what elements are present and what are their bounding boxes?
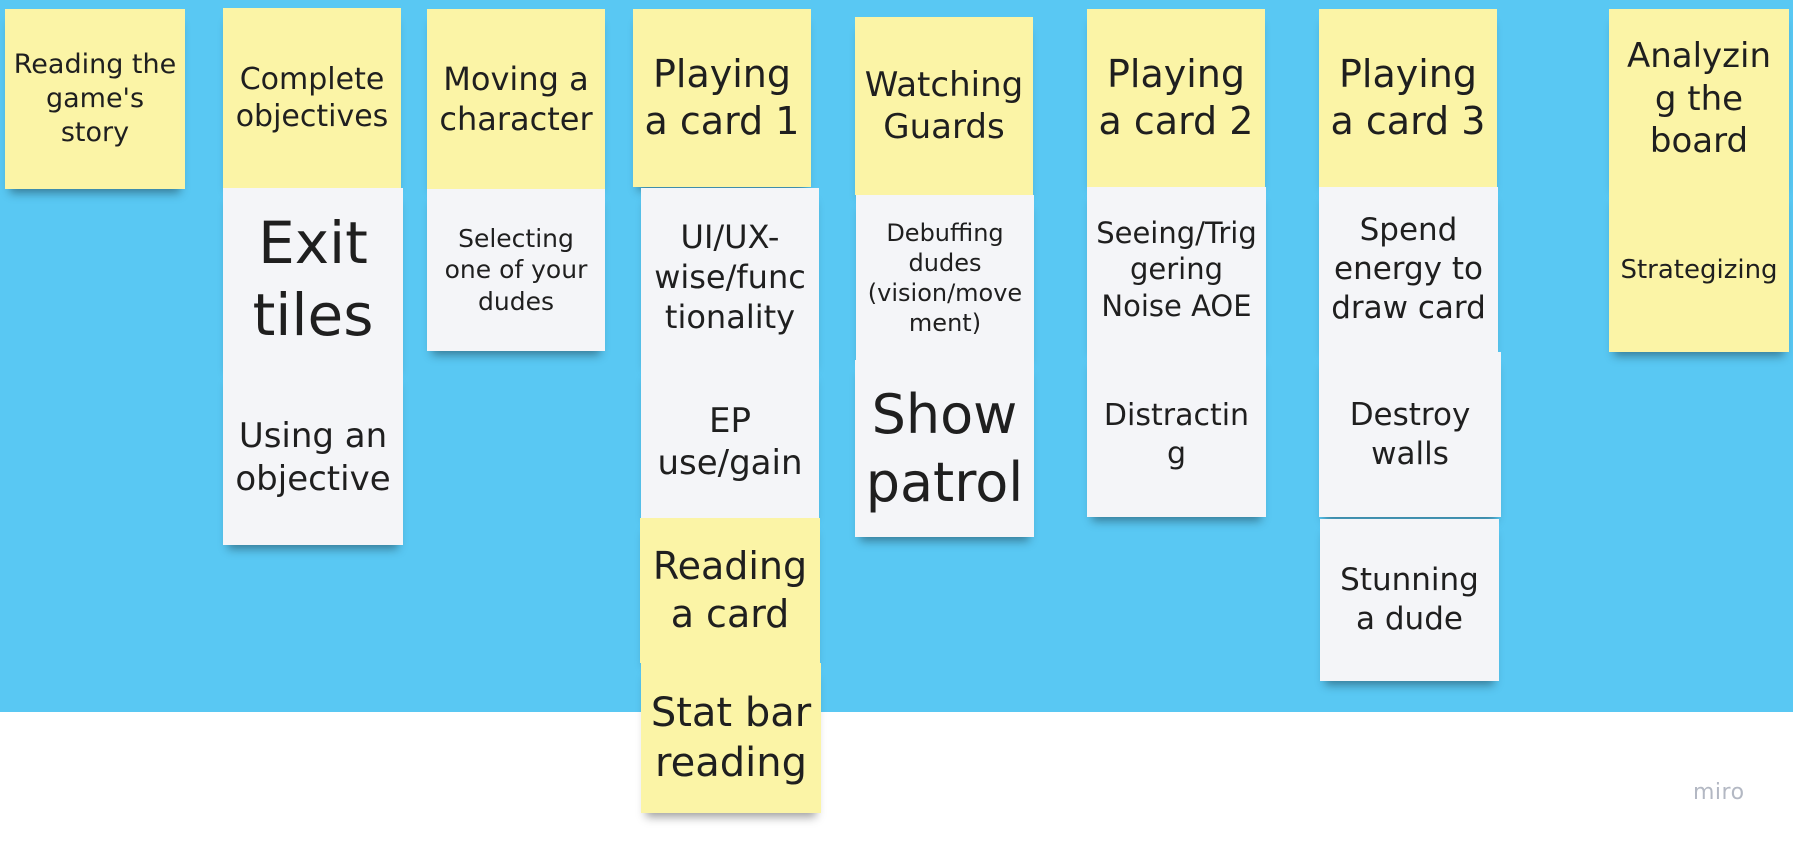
sticky-stunning-dude[interactable]: Stunning a dude: [1320, 519, 1499, 681]
sticky-strategizing[interactable]: Strategizing: [1609, 189, 1789, 352]
sticky-selecting-dudes[interactable]: Selecting one of your dudes: [427, 189, 605, 351]
sticky-destroy-walls[interactable]: Destroy walls: [1319, 352, 1501, 517]
sticky-spend-energy[interactable]: Spend energy to draw card: [1319, 187, 1498, 352]
sticky-exit-tiles[interactable]: Exit tiles: [223, 188, 403, 370]
sticky-complete-objectives[interactable]: Complete objectives: [223, 8, 401, 188]
sticky-seeing-triggering-noise[interactable]: Seeing/Triggering Noise AOE: [1087, 187, 1266, 352]
sticky-moving-character[interactable]: Moving a character: [427, 9, 605, 189]
sticky-reading-card[interactable]: Reading a card: [640, 518, 820, 663]
sticky-debuffing-dudes[interactable]: Debuffing dudes (vision/movement): [856, 195, 1034, 360]
miro-logo: miro: [1693, 780, 1745, 805]
sticky-ui-ux[interactable]: UI/UX-wise/functionality: [641, 188, 819, 366]
sticky-playing-card-1[interactable]: Playing a card 1: [633, 9, 811, 187]
sticky-using-objective[interactable]: Using an objective: [223, 370, 403, 545]
sticky-analyzing-board[interactable]: Analyzing the board: [1609, 9, 1789, 189]
sticky-stat-bar-reading[interactable]: Stat bar reading: [641, 663, 821, 813]
sticky-watching-guards[interactable]: Watching Guards: [855, 17, 1033, 195]
sticky-distracting[interactable]: Distracting: [1087, 352, 1266, 517]
sticky-show-patrol[interactable]: Show patrol: [855, 360, 1034, 537]
sticky-playing-card-2[interactable]: Playing a card 2: [1087, 9, 1265, 187]
sticky-playing-card-3[interactable]: Playing a card 3: [1319, 9, 1497, 187]
sticky-ep-use-gain[interactable]: EP use/gain: [641, 366, 819, 518]
sticky-reading-story[interactable]: Reading the game's story: [5, 9, 185, 189]
